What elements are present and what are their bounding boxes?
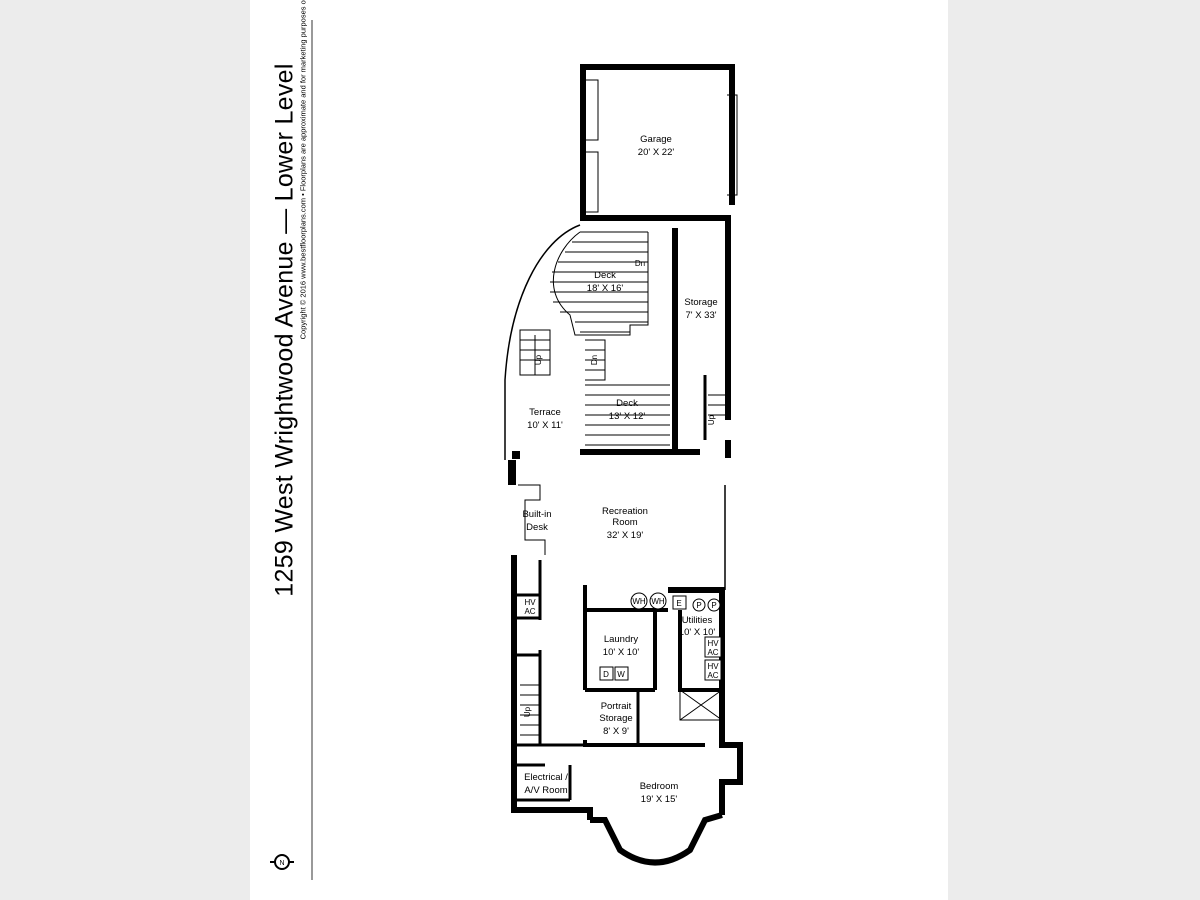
electrical-label-2: A/V Room [524, 785, 567, 796]
electrical-label: Electrical / [524, 772, 568, 783]
e-label: E [676, 599, 681, 608]
portrait-label: Portrait [601, 701, 632, 712]
deck-lower-size: 13' X 12' [609, 411, 646, 422]
laundry-size: 10' X 10' [603, 647, 640, 658]
room-labels: Garage 20' X 22' Deck 18' X 16' Storage … [522, 134, 717, 805]
water-heater-1: WH [632, 597, 646, 606]
storage-label: Storage [684, 297, 717, 308]
hvac-1-hv: HV [524, 598, 536, 607]
deck-down-label: Dn [635, 259, 645, 268]
recreation-label-2: Room [612, 517, 637, 528]
symbol-labels: Up Dn Dn Up Up WH WH E P P D W HV AC HV … [523, 259, 719, 717]
hvac-2-ac: AC [707, 648, 718, 657]
garage-size: 20' X 22' [638, 147, 675, 158]
walls [504, 64, 743, 866]
water-heater-2: WH [651, 597, 665, 606]
portrait-size: 8' X 9' [603, 726, 629, 737]
stair-up-label: Up [534, 354, 543, 365]
recreation-label: Recreation [602, 506, 648, 517]
deck-upper-size: 18' X 16' [587, 283, 624, 294]
terrace-label: Terrace [529, 407, 561, 418]
storage-size: 7' X 33' [685, 310, 716, 321]
hvac-3-ac: AC [707, 671, 718, 680]
hvac-1-ac: AC [524, 607, 535, 616]
hvac-3-hv: HV [707, 662, 719, 671]
terrace-size: 10' X 11' [527, 420, 563, 431]
recreation-size: 32' X 19' [607, 530, 644, 541]
desk-label-2: Desk [526, 522, 548, 533]
washer-label: W [617, 670, 625, 679]
fixtures [599, 592, 722, 681]
portrait-label-2: Storage [599, 713, 632, 724]
utilities-size: 10' X 10' [679, 627, 716, 638]
bedroom-label: Bedroom [640, 781, 679, 792]
p-label-1: P [696, 601, 701, 610]
compass-icon: N [270, 854, 294, 870]
compass-label: N [279, 860, 284, 867]
garage-label: Garage [640, 134, 672, 145]
dryer-label: D [603, 670, 609, 679]
desk-label: Built-in [522, 509, 551, 520]
deck-lower-label: Deck [616, 398, 638, 409]
bedroom-size: 19' X 15' [641, 794, 678, 805]
stair-down-label: Dn [590, 355, 599, 365]
divider-line [311, 20, 313, 880]
utilities-label: Utilities [682, 615, 713, 626]
deck-upper-label: Deck [594, 270, 616, 281]
stair-up-label-2: Up [523, 706, 532, 717]
laundry-label: Laundry [604, 634, 639, 645]
hvac-2-hv: HV [707, 639, 719, 648]
p-label-2: P [711, 601, 716, 610]
storage-stair-up-label: Up [707, 414, 716, 425]
deck-boards [550, 231, 670, 446]
